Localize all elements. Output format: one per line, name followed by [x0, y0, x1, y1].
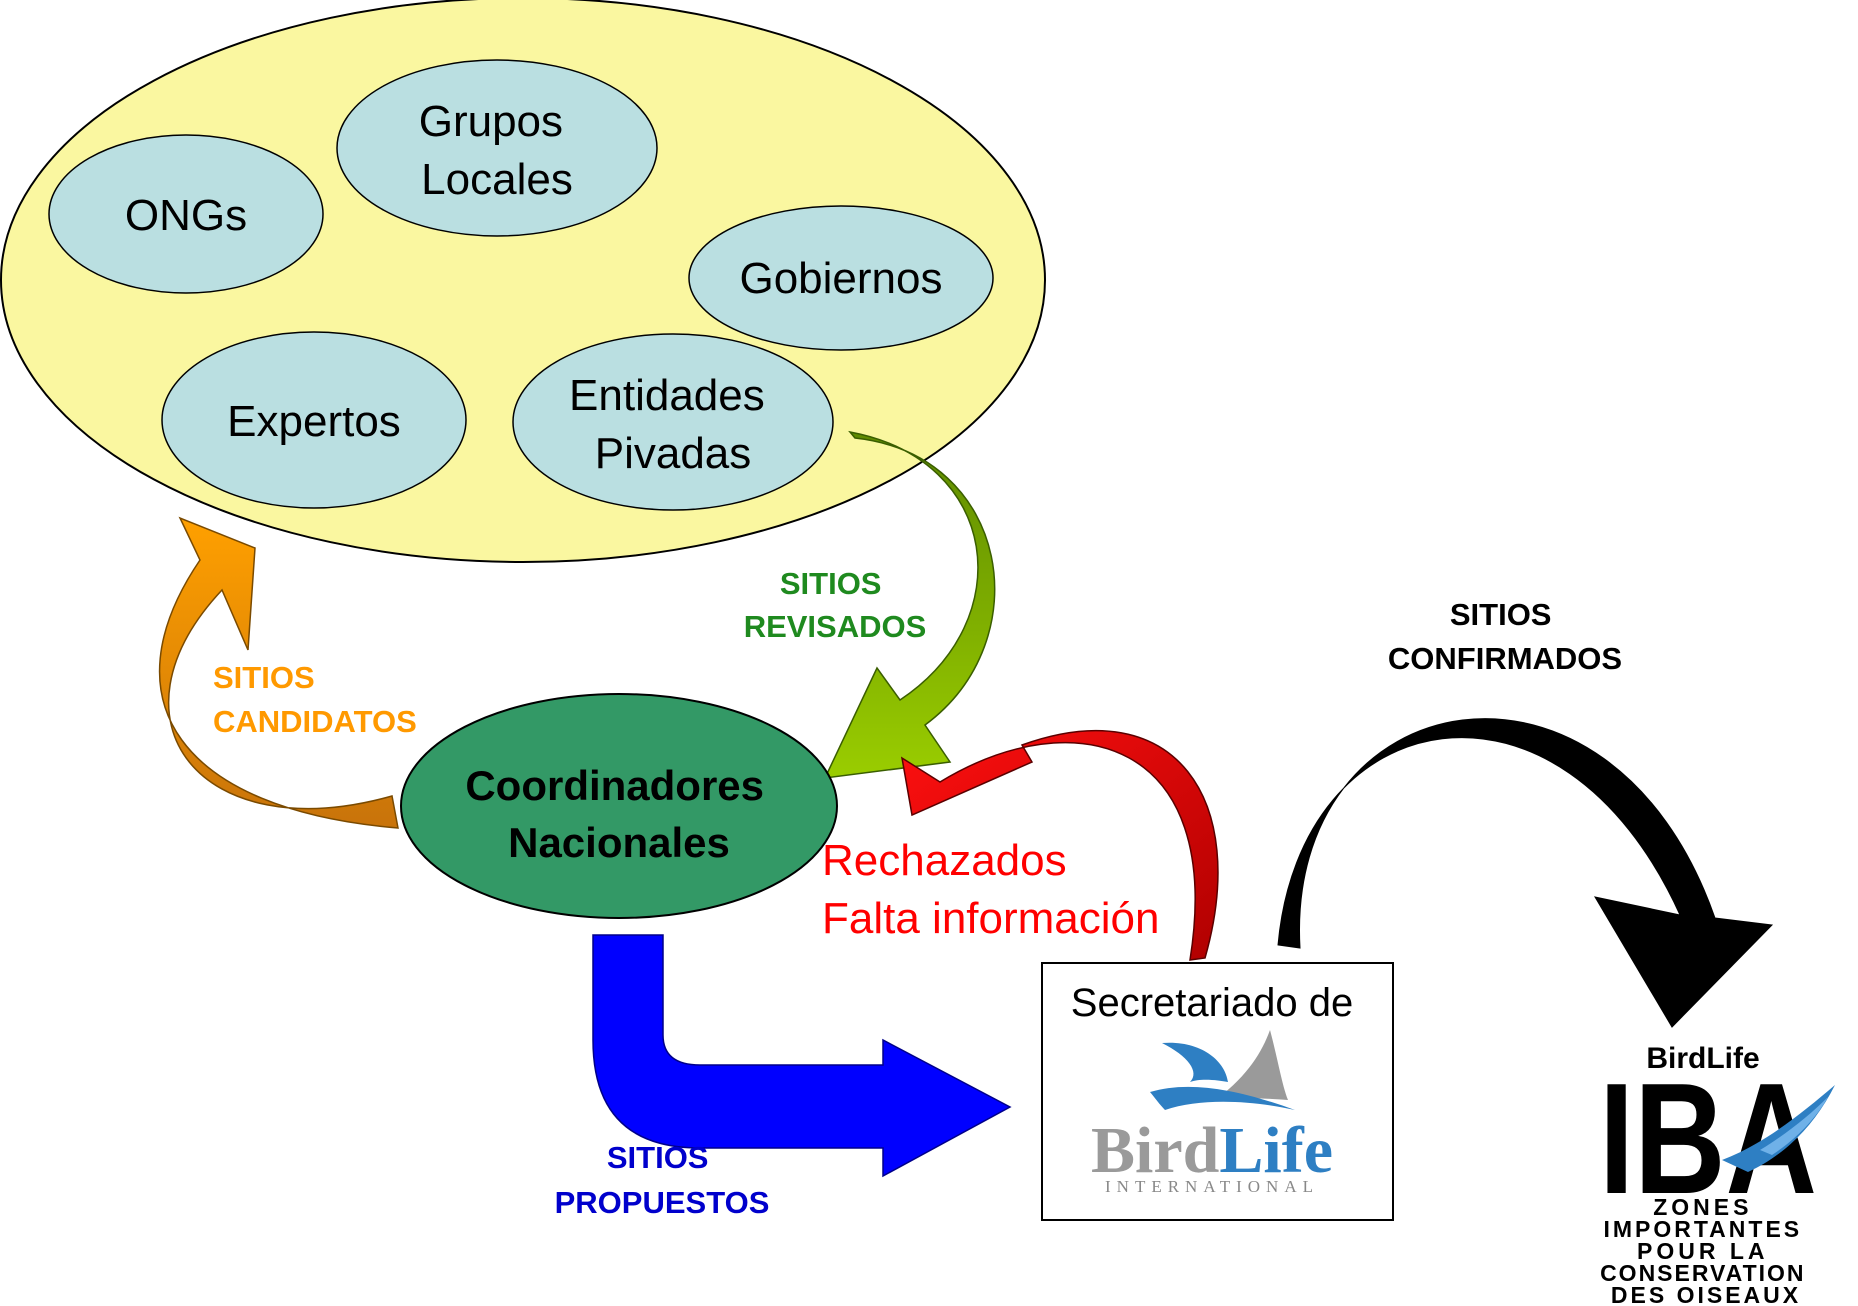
sitios-candidatos-line-2: CANDIDATOS	[213, 704, 417, 739]
birdlife-bird-grey-wing	[1218, 1030, 1288, 1100]
sitios-propuestos-line-2: PROPUESTOS	[555, 1185, 770, 1220]
birdlife-word-bird: Bird	[1091, 1114, 1219, 1187]
candidatos-arrow	[158, 516, 399, 829]
grupos-locales-label: Grupos Locales	[419, 97, 576, 204]
sitios-candidatos-line-1: SITIOS	[213, 660, 315, 695]
iba-swoosh-icon	[1722, 1085, 1835, 1172]
group-grupos-locales: Grupos Locales	[336, 59, 658, 237]
iba-line-1: ZONES	[1653, 1194, 1752, 1220]
coordinadores-node: Coordinadores Nacionales	[400, 693, 838, 919]
grupos-locales-line-1: Grupos	[419, 97, 563, 146]
iba-line-4: CONSERVATION	[1600, 1260, 1805, 1286]
birdlife-bird-icon	[1150, 1030, 1295, 1110]
rechazados-arrow	[900, 729, 1219, 961]
gobiernos-label: Gobiernos	[739, 254, 942, 303]
ongs-label: ONGs	[125, 191, 247, 240]
sitios-propuestos-line-1: SITIOS	[607, 1140, 709, 1175]
iba-tagline: ZONES IMPORTANTES POUR LA CONSERVATION D…	[1600, 1194, 1812, 1306]
sitios-revisados-line-1: SITIOS	[780, 566, 882, 601]
group-ongs: ONGs	[48, 134, 324, 294]
secretariado-heading: Secretariado de	[1071, 981, 1353, 1025]
gobiernos-ellipse	[688, 205, 994, 351]
coordinadores-line-2: Nacionales	[508, 819, 730, 866]
rechazados-label: Rechazados Falta información	[822, 836, 1159, 943]
coordinadores-ellipse	[400, 693, 838, 919]
coordinadores-label: Coordinadores Nacionales	[465, 762, 772, 866]
sitios-propuestos-label: SITIOS PROPUESTOS	[555, 1140, 770, 1220]
entidades-line-2: Pivadas	[595, 429, 752, 478]
entidades-line-1: Entidades	[569, 371, 765, 420]
sitios-revisados-line-2: REVISADOS	[744, 609, 927, 644]
expertos-ellipse	[161, 331, 467, 509]
ongs-ellipse	[48, 134, 324, 294]
group-gobiernos: Gobiernos	[688, 205, 994, 351]
entidades-label: Entidades Pivadas	[569, 371, 777, 478]
iba-logo: BirdLife IBA ZONES IMPORTANTES POUR LA C…	[1599, 1042, 1835, 1306]
sitios-confirmados-line-1: SITIOS	[1450, 597, 1552, 632]
secretariado-box: Secretariado de BirdLife INTERNATIONAL	[1041, 962, 1394, 1221]
birdlife-word-life: Life	[1219, 1114, 1333, 1187]
group-expertos: Expertos	[161, 331, 467, 509]
grupos-locales-line-2: Locales	[421, 155, 573, 204]
iba-line-5: DES OISEAUX	[1611, 1282, 1801, 1306]
propuestos-arrow	[592, 934, 1012, 1178]
rechazados-line-1: Rechazados	[822, 836, 1067, 885]
stakeholders-group: ONGs Grupos Locales Gobiernos Expertos E…	[0, 0, 1046, 563]
iba-swoosh-light-icon	[1760, 1097, 1828, 1155]
iba-line-2: IMPORTANTES	[1603, 1216, 1802, 1242]
confirmados-arrow	[1277, 718, 1774, 1028]
sitios-revisados-label: SITIOS REVISADOS	[744, 566, 927, 644]
birdlife-bird-blue-swoosh	[1150, 1086, 1295, 1110]
grupos-locales-ellipse	[336, 59, 658, 237]
iba-line-3: POUR LA	[1637, 1238, 1769, 1264]
iba-brand: BirdLife	[1646, 1042, 1759, 1075]
expertos-label: Expertos	[227, 397, 401, 446]
sitios-confirmados-line-2: CONFIRMADOS	[1388, 641, 1622, 676]
sitios-confirmados-label: SITIOS CONFIRMADOS	[1388, 597, 1622, 676]
sitios-candidatos-label: SITIOS CANDIDATOS	[213, 660, 417, 739]
entidades-ellipse	[512, 333, 834, 511]
birdlife-bird-blue-wing	[1162, 1042, 1228, 1082]
revisados-arrow	[823, 430, 996, 779]
rechazados-line-2: Falta información	[822, 894, 1159, 943]
birdlife-wordmark: BirdLife	[1091, 1114, 1333, 1187]
birdlife-international: INTERNATIONAL	[1105, 1177, 1319, 1196]
coordinadores-line-1: Coordinadores	[465, 762, 764, 809]
group-entidades: Entidades Pivadas	[512, 333, 834, 511]
